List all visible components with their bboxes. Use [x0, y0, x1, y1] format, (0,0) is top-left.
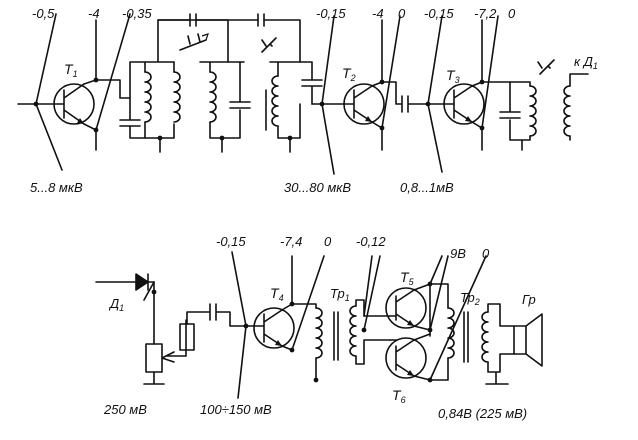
signal-label: 30...80 мкВ — [284, 180, 351, 195]
potentiometer — [143, 319, 187, 385]
t5-label: Т5 — [400, 269, 415, 287]
signal-label: 0,84В (225 мВ) — [438, 406, 527, 421]
tr2-label: Тр2 — [460, 290, 480, 307]
voltage-label: 0 — [482, 246, 490, 261]
output-tank — [481, 81, 537, 151]
trimmer-arrow — [537, 59, 555, 75]
voltage-label: -0,15 — [216, 234, 246, 249]
t2-label: T2 — [342, 65, 356, 83]
t3-label: T3 — [446, 67, 460, 85]
voltage-label: -0,15 — [424, 6, 454, 21]
tr1-core — [333, 311, 339, 361]
signal-label: 0,8...1мВ — [400, 180, 454, 195]
voltage-label: -0,12 — [356, 234, 386, 249]
bottom-stage — [95, 251, 543, 399]
t1-label: T1 — [64, 61, 78, 79]
resistor — [179, 323, 195, 351]
signal-label: 5...8 мкВ — [30, 180, 83, 195]
voltage-label: 0 — [398, 6, 406, 21]
transistor-t2 — [343, 15, 401, 151]
d1-label: Д1 — [108, 296, 124, 313]
transistor-t1 — [35, 77, 99, 133]
tank-circuit-1 — [119, 19, 229, 153]
voltage-label: -7,2 — [474, 6, 497, 21]
signal-label: 100÷150 мВ — [200, 402, 272, 417]
top-stage — [17, 13, 589, 175]
voltage-label: 0 — [324, 234, 332, 249]
tr2-core — [463, 311, 469, 363]
diode-d1 — [136, 274, 148, 290]
kd1-label: к Д1 — [574, 54, 598, 71]
voltage-label: -0,15 — [316, 6, 346, 21]
t4-label: Т4 — [270, 285, 284, 303]
t6-label: Т6 — [392, 387, 406, 405]
transistor-t5 — [385, 281, 433, 331]
voltage-label: -7,4 — [280, 234, 302, 249]
transistor-t6 — [385, 327, 433, 383]
signal-label: 250 мВ — [103, 402, 147, 417]
transistor-t4 — [245, 255, 325, 353]
voltage-label: -4 — [372, 6, 384, 21]
speaker-icon — [513, 313, 543, 367]
tr1-label: Тр1 — [330, 286, 350, 303]
transistor-t3 — [427, 15, 499, 151]
voltage-label: -0,5 — [32, 6, 55, 21]
voltage-label: 0 — [508, 6, 516, 21]
voltage-label: -0,35 — [122, 6, 152, 21]
voltage-label: -4 — [88, 6, 100, 21]
speaker-label: Гр — [522, 292, 536, 307]
tank-circuit-3 — [265, 61, 323, 153]
tank-circuit-2 — [199, 61, 251, 153]
voltage-label: 9В — [450, 246, 466, 261]
